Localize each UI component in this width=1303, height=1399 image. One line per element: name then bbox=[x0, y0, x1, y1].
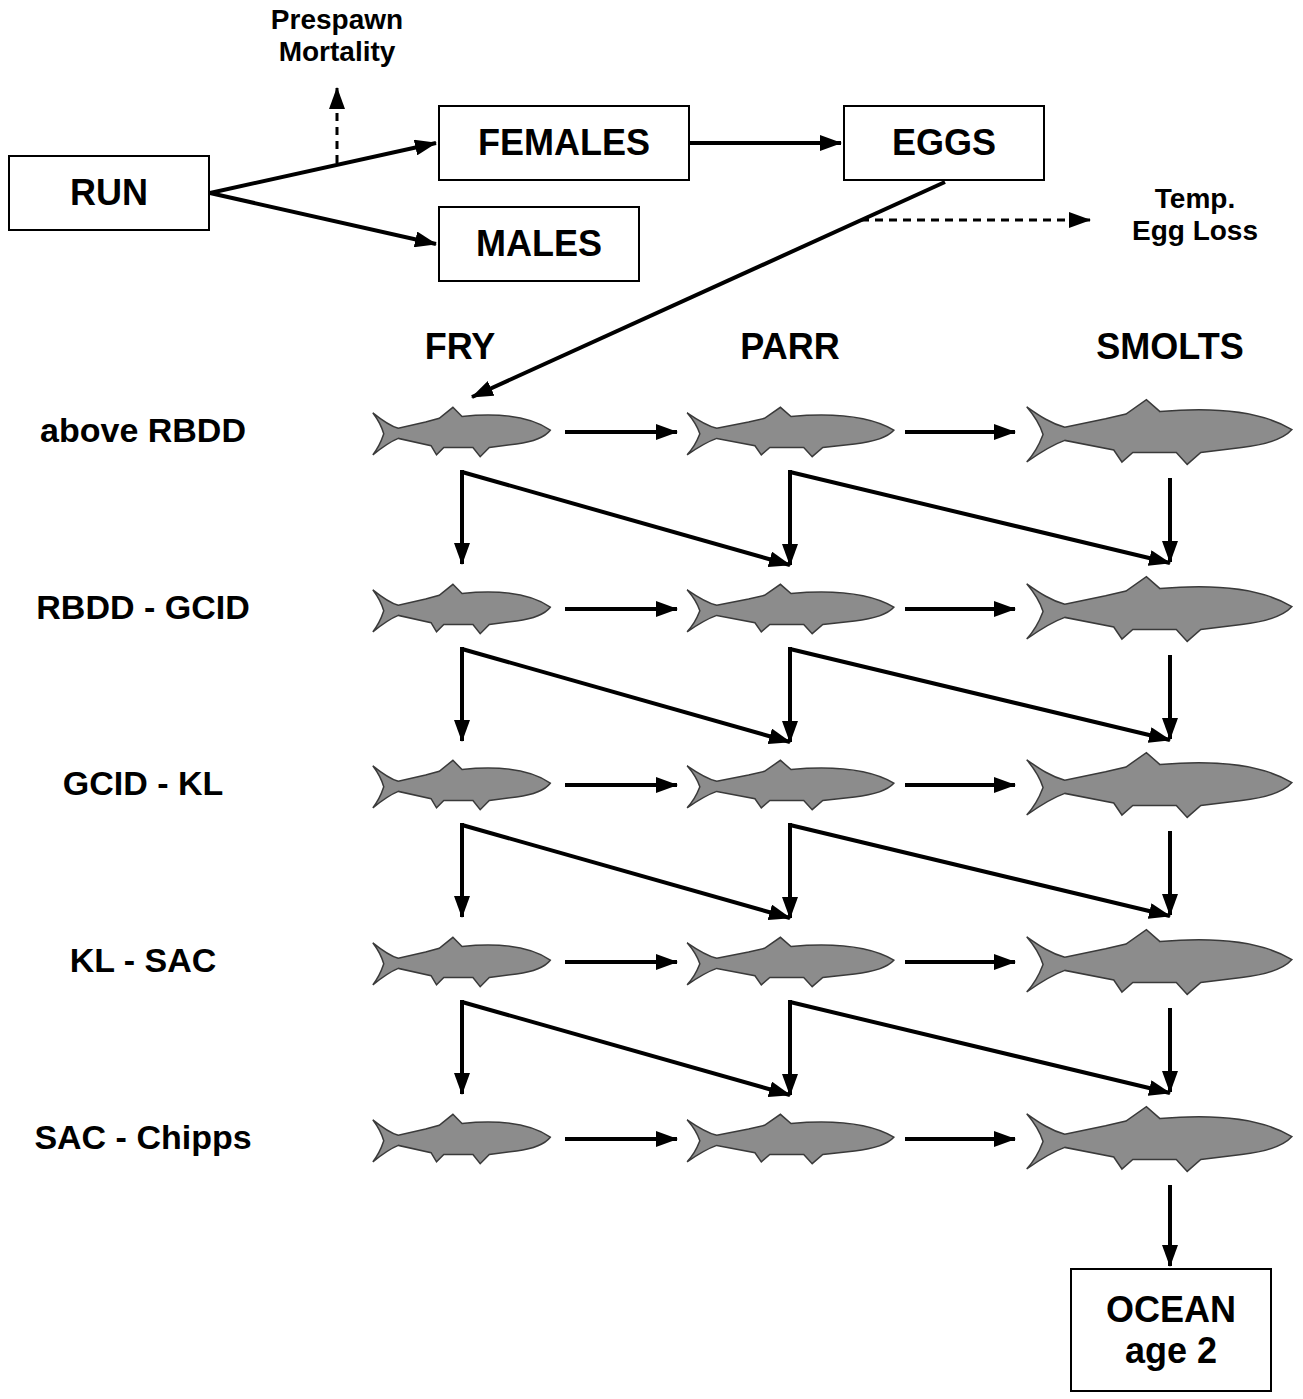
fry-fish bbox=[373, 584, 550, 633]
dashed-arrow bbox=[336, 88, 339, 163]
flow-arrow bbox=[460, 823, 464, 917]
flow-arrow bbox=[565, 1137, 677, 1141]
flow-arrow bbox=[565, 430, 677, 434]
smolt-fish bbox=[1027, 930, 1292, 995]
parr-fish bbox=[687, 407, 894, 456]
flow-arrow bbox=[905, 960, 1015, 964]
process-box: RUN bbox=[8, 155, 210, 231]
flow-arrow bbox=[462, 472, 790, 565]
flow-arrow bbox=[565, 960, 677, 964]
flow-arrow bbox=[462, 825, 790, 918]
box-label: RUN bbox=[70, 172, 148, 213]
flow-arrow bbox=[1168, 655, 1172, 739]
flow-arrow bbox=[788, 647, 792, 742]
parr-fish bbox=[687, 584, 894, 633]
flow-arrow bbox=[565, 607, 677, 611]
flow-arrow bbox=[460, 647, 464, 741]
flow-arrow bbox=[462, 1002, 790, 1095]
flow-arrow bbox=[790, 472, 1170, 563]
flow-arrow bbox=[565, 783, 677, 787]
process-box: OCEAN age 2 bbox=[1070, 1268, 1272, 1392]
flow-arrow bbox=[790, 649, 1170, 740]
flow-arrow bbox=[790, 1002, 1170, 1093]
flow-connector bbox=[210, 143, 436, 193]
flow-arrow bbox=[460, 470, 464, 564]
flow-arrow bbox=[905, 783, 1015, 787]
process-box: FEMALES bbox=[438, 105, 690, 181]
column-header: FRY bbox=[425, 326, 496, 367]
row-label: above RBDD bbox=[40, 411, 246, 450]
smolt-fish bbox=[1027, 577, 1292, 642]
fry-fish bbox=[373, 407, 550, 456]
column-header: PARR bbox=[740, 326, 839, 367]
column-header: SMOLTS bbox=[1096, 326, 1243, 367]
flow-arrow bbox=[905, 1137, 1015, 1141]
flow-arrow bbox=[790, 825, 1170, 916]
row-label: GCID - KL bbox=[63, 764, 224, 803]
box-label: OCEAN age 2 bbox=[1091, 1289, 1251, 1372]
flow-arrow bbox=[788, 1000, 792, 1095]
smolt-fish bbox=[1027, 753, 1292, 818]
flow-arrow bbox=[1168, 1185, 1172, 1266]
flow-arrow bbox=[460, 1000, 464, 1094]
fish-grid bbox=[373, 400, 1292, 1266]
row-label: KL - SAC bbox=[70, 941, 217, 980]
fry-fish bbox=[373, 1114, 550, 1163]
fry-fish bbox=[373, 937, 550, 986]
parr-fish bbox=[687, 937, 894, 986]
smolt-fish bbox=[1027, 1107, 1292, 1172]
fry-fish bbox=[373, 760, 550, 809]
box-label: FEMALES bbox=[478, 122, 650, 163]
process-box: MALES bbox=[438, 206, 640, 282]
annotation: Prespawn Mortality bbox=[262, 4, 412, 68]
flow-arrow bbox=[905, 607, 1015, 611]
smolt-fish bbox=[1027, 400, 1292, 465]
flow-connector bbox=[210, 193, 436, 244]
flow-connector bbox=[690, 141, 841, 145]
row-label: RBDD - GCID bbox=[36, 588, 249, 627]
flow-arrow bbox=[788, 470, 792, 565]
flow-arrow bbox=[788, 823, 792, 918]
row-label: SAC - Chipps bbox=[34, 1118, 251, 1157]
process-box: EGGS bbox=[843, 105, 1045, 181]
flow-arrow bbox=[462, 649, 790, 742]
box-label: MALES bbox=[476, 223, 602, 264]
parr-fish bbox=[687, 760, 894, 809]
flow-arrow bbox=[1168, 1008, 1172, 1092]
dashed-arrow bbox=[861, 219, 1090, 222]
flow-arrow bbox=[1168, 831, 1172, 915]
annotation: Temp. Egg Loss bbox=[1127, 183, 1263, 247]
box-label: EGGS bbox=[892, 122, 996, 163]
flow-arrow bbox=[905, 430, 1015, 434]
parr-fish bbox=[687, 1114, 894, 1163]
flow-arrow bbox=[1168, 478, 1172, 562]
